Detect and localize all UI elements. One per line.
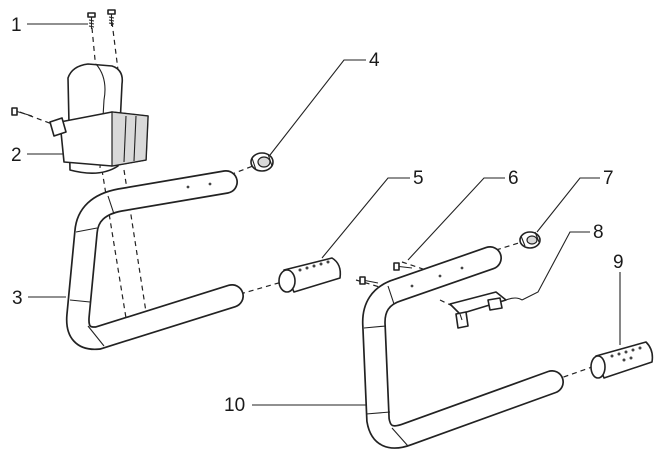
leader-6 [407, 177, 505, 261]
leader-8 [521, 231, 590, 301]
part-5-end-cap [278, 257, 342, 293]
callout-9: 9 [613, 252, 624, 273]
holder-clip [111, 111, 149, 167]
callout-2: 2 [11, 145, 22, 166]
screw-top-right [107, 9, 116, 26]
leader-5 [321, 177, 410, 259]
leader-4 [269, 59, 366, 156]
callout-8: 8 [593, 222, 604, 243]
guide-screw-left [91, 27, 97, 71]
guide-nut-right [495, 241, 523, 251]
part-7-nut [519, 231, 541, 249]
guide-side-screw [19, 111, 53, 125]
callout-4: 4 [369, 50, 380, 71]
guide-screw-right [111, 21, 119, 71]
guide-bracket-right [123, 169, 147, 313]
callout-6: 6 [508, 168, 519, 189]
callout-10: 10 [224, 395, 245, 416]
callout-numbers: 1 2 3 4 5 6 7 8 9 10 [11, 15, 624, 416]
part-10-handlebar-right [361, 246, 564, 449]
holder-edge [95, 63, 106, 169]
screw-6b [359, 276, 379, 285]
guide-cap-right [554, 365, 596, 381]
callout-3: 3 [12, 288, 23, 309]
tube-hole [186, 185, 190, 189]
guide-nut-left [221, 163, 259, 179]
screw-6a [393, 262, 413, 271]
part-3-handlebar-left [65, 170, 244, 351]
part-9-end-cap [590, 341, 654, 379]
tube-hole [208, 182, 212, 186]
part-8-clip [449, 291, 523, 329]
part-1-screws [11, 9, 116, 117]
part-6-screws [359, 262, 413, 285]
part-4-nut [250, 152, 274, 172]
part-2-holder [49, 63, 149, 174]
leader-lines [27, 23, 621, 406]
holder-tab [49, 117, 67, 137]
guide-cap-left [239, 281, 283, 295]
guide-bracket-left [101, 169, 127, 319]
callout-1: 1 [11, 15, 22, 36]
leader-7 [536, 177, 600, 233]
callout-5: 5 [413, 168, 424, 189]
screw-side [11, 107, 33, 117]
screw-top-left [87, 12, 96, 29]
callout-7: 7 [603, 168, 614, 189]
